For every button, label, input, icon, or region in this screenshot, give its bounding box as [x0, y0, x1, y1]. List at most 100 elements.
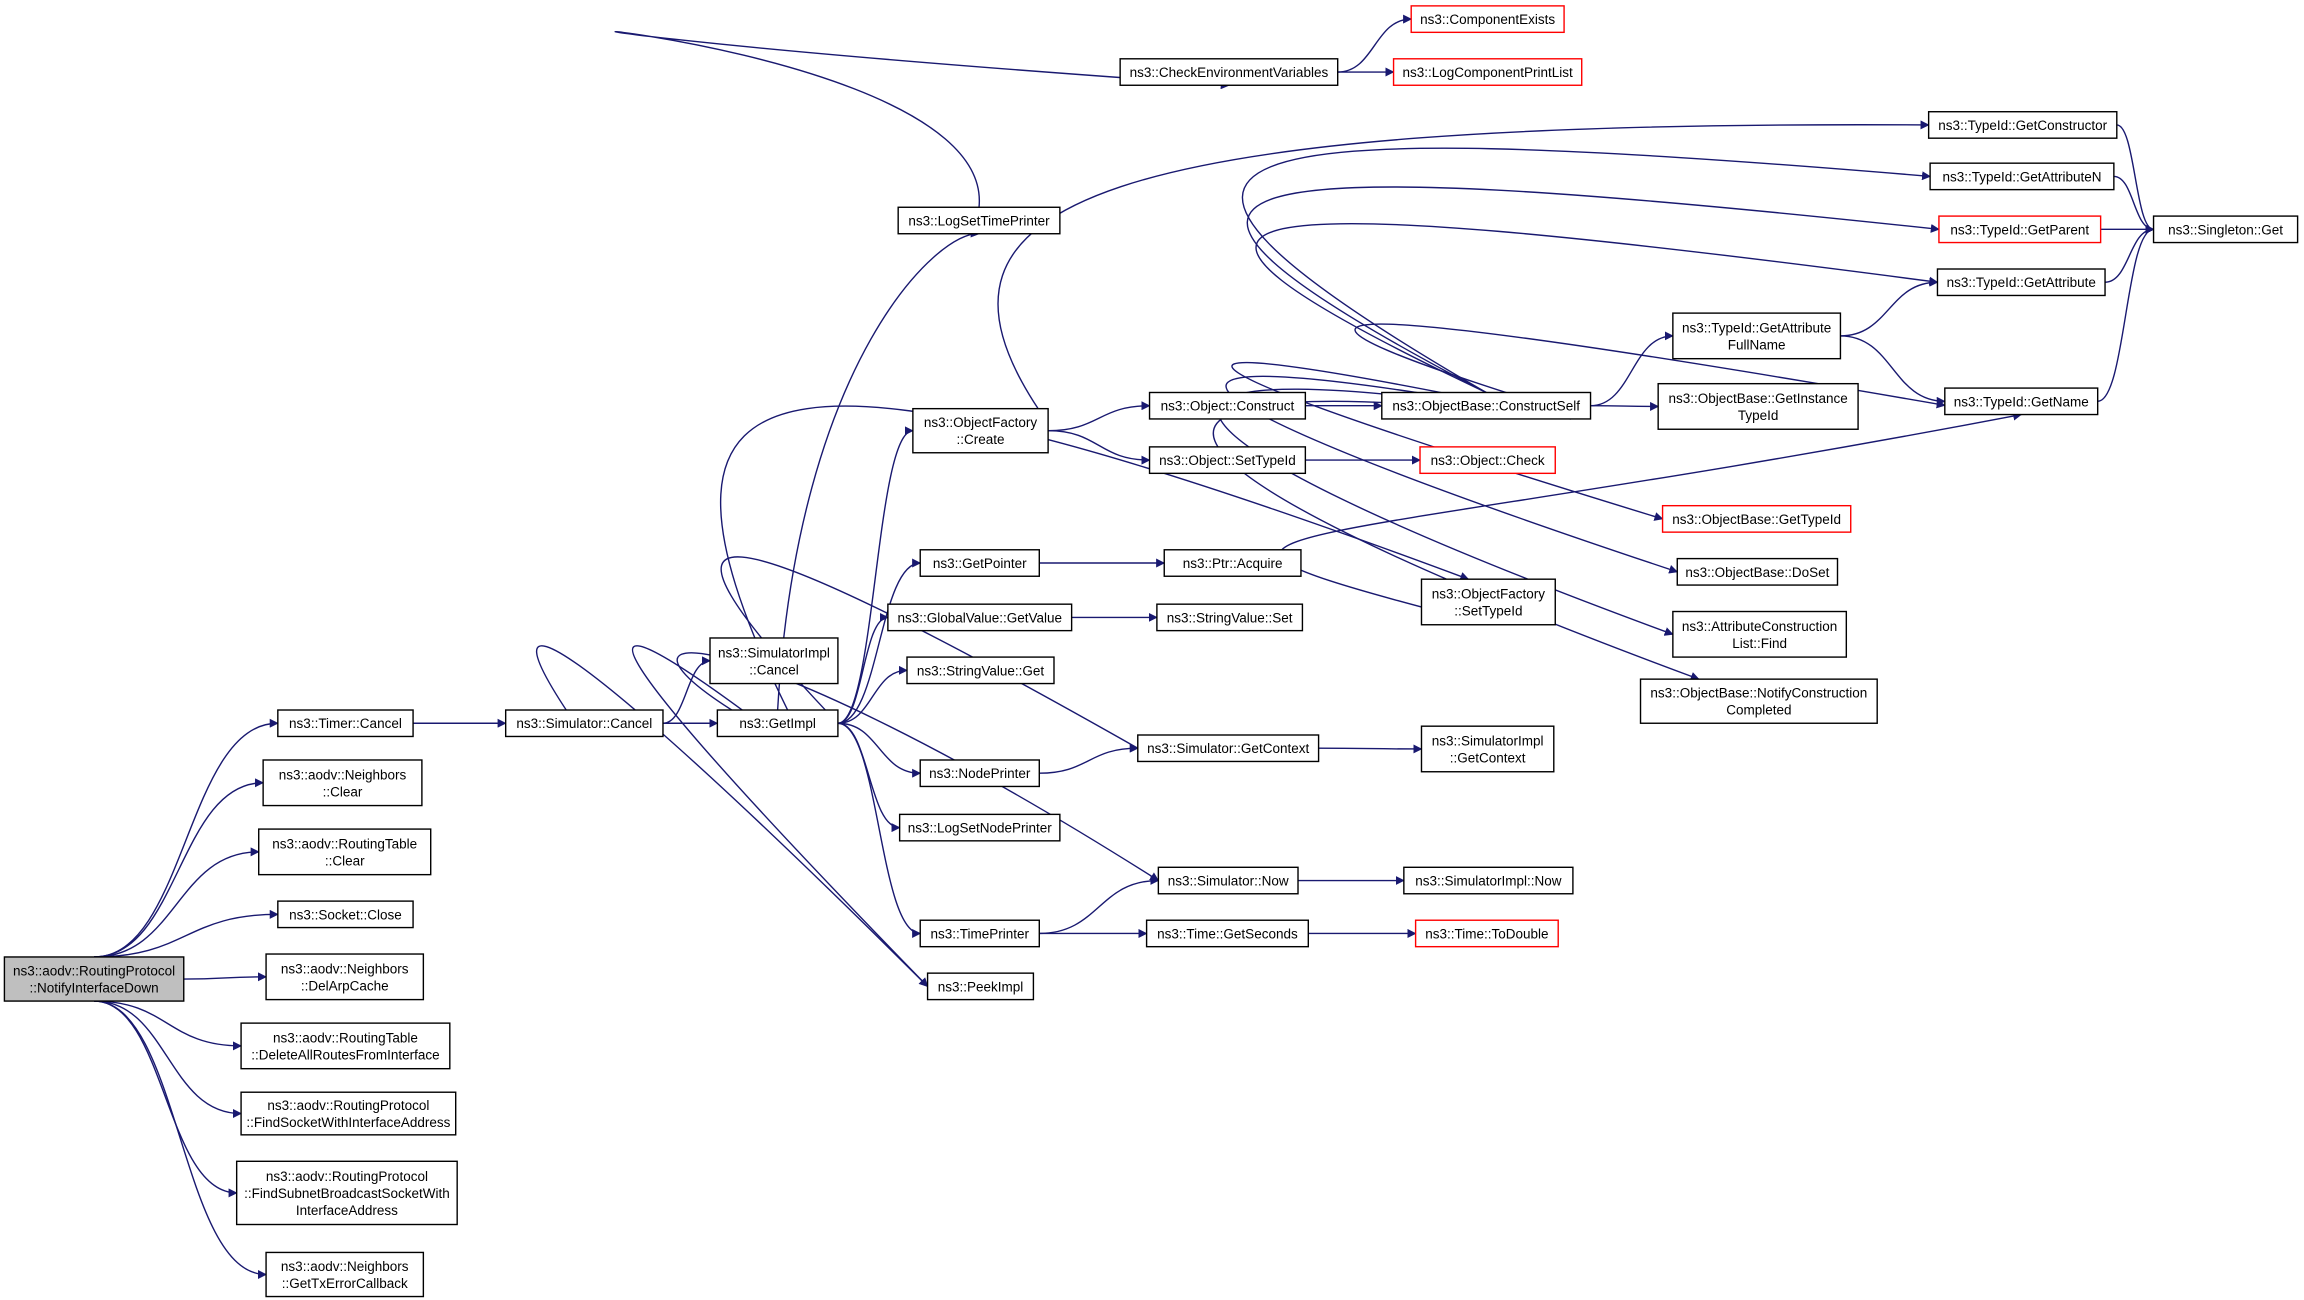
node-label: ns3::SimulatorImpl: [718, 645, 830, 660]
edge-tid-getname-to-singleton-get: [2097, 224, 2155, 403]
node-of-settypeid[interactable]: ns3::ObjectFactory::SetTypeId: [1420, 578, 1556, 626]
node-gv-getvalue[interactable]: ns3::GlobalValue::GetValue: [887, 603, 1073, 632]
node-box: [1157, 866, 1299, 895]
node-simimpl-getcontext[interactable]: ns3::SimulatorImpl::GetContext: [1420, 725, 1555, 773]
edge-ob-constructself-to-tid-getattrn: [1241, 147, 1932, 394]
node-simimpl-now[interactable]: ns3::SimulatorImpl::Now: [1403, 866, 1574, 895]
node-socket-close[interactable]: ns3::Socket::Close: [277, 900, 414, 929]
node-label: ns3::TypeId::GetAttributeN: [1942, 169, 2101, 184]
node-getimpl[interactable]: ns3::GetImpl: [716, 709, 839, 738]
node-time-getseconds[interactable]: ns3::Time::GetSeconds: [1145, 919, 1309, 948]
node-tid-getname[interactable]: ns3::TypeId::GetName: [1944, 387, 2099, 416]
edge-sim-cancel-to-peekimpl: [535, 645, 929, 988]
node-neighbors-gettx[interactable]: ns3::aodv::Neighbors::GetTxErrorCallback: [265, 1251, 425, 1298]
node-label: ns3::aodv::RoutingTable: [272, 836, 417, 851]
node-label: ns3::aodv::Neighbors: [281, 961, 409, 976]
node-box: [919, 919, 1040, 948]
node-label: ::GetContext: [1450, 750, 1526, 765]
node-label: ns3::aodv::RoutingProtocol: [266, 1169, 428, 1184]
edge-ob-constructself-to-ob-gettypeid: [1231, 361, 1664, 521]
node-label: ::Clear: [323, 784, 363, 799]
node-label: ns3::ComponentExists: [1420, 12, 1555, 27]
node-label: ns3::TypeId::GetParent: [1950, 222, 2089, 237]
node-neighbors-clear[interactable]: ns3::aodv::Neighbors::Clear: [262, 759, 423, 807]
node-logcompprint[interactable]: ns3::LogComponentPrintList: [1392, 58, 1583, 86]
node-timer-cancel[interactable]: ns3::Timer::Cancel: [277, 709, 414, 738]
edge-logsettime-to-checkenv: [614, 30, 1230, 208]
edge-of-create-to-obj-construct: [1048, 401, 1151, 432]
node-label: List::Find: [1732, 636, 1787, 651]
node-sim-cancel[interactable]: ns3::Simulator::Cancel: [504, 709, 664, 738]
node-ob-notify[interactable]: ns3::ObjectBase::NotifyConstructionCompl…: [1639, 678, 1878, 724]
node-simimpl-cancel[interactable]: ns3::SimulatorImpl::Cancel: [709, 637, 839, 685]
node-label: ns3::Singleton::Get: [2168, 222, 2283, 237]
node-ob-gettypeid[interactable]: ns3::ObjectBase::GetTypeId: [1661, 504, 1852, 533]
node-sv-set[interactable]: ns3::StringValue::Set: [1156, 603, 1304, 632]
node-ob-constructself[interactable]: ns3::ObjectBase::ConstructSelf: [1381, 391, 1592, 420]
node-rt-clear[interactable]: ns3::aodv::RoutingTable::Clear: [258, 828, 432, 876]
node-label: ns3::TimePrinter: [930, 926, 1029, 941]
node-label: ns3::aodv::RoutingTable: [273, 1030, 418, 1045]
edge-getimpl-to-sim-now: [676, 652, 1160, 882]
node-of-create[interactable]: ns3::ObjectFactory::Create: [912, 407, 1049, 454]
node-neighbors-delarp[interactable]: ns3::aodv::Neighbors::DelArpCache: [265, 953, 425, 1001]
node-logsettime[interactable]: ns3::LogSetTimePrinter: [897, 206, 1061, 235]
node-box: [1137, 734, 1320, 763]
node-label: ns3::ObjectFactory: [924, 415, 1038, 430]
node-time-todouble[interactable]: ns3::Time::ToDouble: [1414, 919, 1559, 948]
node-ob-doset[interactable]: ns3::ObjectBase::DoSet: [1676, 557, 1839, 586]
node-obj-settypeid[interactable]: ns3::Object::SetTypeId: [1148, 446, 1307, 475]
node-label: ::FindSocketWithInterfaceAddress: [246, 1115, 450, 1130]
node-label: ns3::Time::GetSeconds: [1157, 926, 1298, 941]
node-obj-construct[interactable]: ns3::Object::Construct: [1148, 391, 1307, 420]
node-label: ns3::TypeId::GetName: [1954, 394, 2089, 409]
node-sim-getcontext[interactable]: ns3::Simulator::GetContext: [1137, 734, 1320, 763]
node-box: [1676, 557, 1839, 586]
node-rp-findsocket[interactable]: ns3::aodv::RoutingProtocol::FindSocketWi…: [240, 1091, 457, 1136]
node-box: [1657, 382, 1859, 430]
node-checkenv[interactable]: ns3::CheckEnvironmentVariables: [1119, 58, 1339, 86]
node-box: [709, 637, 839, 685]
node-sv-get[interactable]: ns3::StringValue::Get: [906, 656, 1055, 685]
node-nodeprinter[interactable]: ns3::NodePrinter: [919, 759, 1040, 788]
node-getpointer[interactable]: ns3::GetPointer: [919, 549, 1040, 577]
node-label: ns3::ObjectBase::GetTypeId: [1672, 512, 1841, 527]
node-tid-getattr[interactable]: ns3::TypeId::GetAttribute: [1936, 268, 2106, 297]
node-tid-getattrn[interactable]: ns3::TypeId::GetAttributeN: [1929, 162, 2115, 191]
node-box: [1414, 919, 1559, 948]
node-box: [912, 407, 1049, 454]
node-obj-check[interactable]: ns3::Object::Check: [1419, 446, 1556, 475]
node-rt-deleteall[interactable]: ns3::aodv::RoutingTable::DeleteAllRoutes…: [240, 1022, 451, 1070]
node-logsetnode[interactable]: ns3::LogSetNodePrinter: [898, 813, 1061, 842]
node-label: ns3::aodv::Neighbors: [279, 767, 407, 782]
edge-root-to-neighbors-gettx: [94, 1000, 267, 1279]
edge-getimpl-to-nodeprinter: [837, 722, 922, 778]
node-root[interactable]: ns3::aodv::RoutingProtocol::NotifyInterf…: [3, 956, 185, 1002]
node-sim-now[interactable]: ns3::Simulator::Now: [1157, 866, 1299, 895]
node-box: [1936, 268, 2106, 297]
node-label: Completed: [1726, 703, 1791, 718]
node-ptr-acquire[interactable]: ns3::Ptr::Acquire: [1163, 549, 1302, 577]
edge-tid-getattrfull-to-tid-getattr: [1840, 277, 1939, 337]
edge-getimpl-to-peekimpl: [631, 645, 929, 988]
node-box: [1672, 312, 1842, 360]
edge-getimpl-to-of-create: [837, 426, 914, 724]
node-box: [240, 1022, 451, 1070]
node-tid-getparent[interactable]: ns3::TypeId::GetParent: [1938, 215, 2102, 244]
edge-getimpl-to-timeprinter: [837, 722, 922, 938]
node-timeprinter[interactable]: ns3::TimePrinter: [919, 919, 1040, 948]
node-label: ns3::Object::SetTypeId: [1159, 453, 1296, 468]
node-compexists[interactable]: ns3::ComponentExists: [1410, 5, 1565, 34]
node-rp-findsubnet[interactable]: ns3::aodv::RoutingProtocol::FindSubnetBr…: [235, 1160, 458, 1226]
edge-of-settypeid-to-tid-getname: [1279, 411, 2023, 626]
node-singleton-get[interactable]: ns3::Singleton::Get: [2152, 215, 2299, 244]
node-tid-getconstructor[interactable]: ns3::TypeId::GetConstructor: [1927, 111, 2118, 139]
node-peekimpl[interactable]: ns3::PeekImpl: [926, 972, 1035, 1001]
node-label: ::Create: [956, 432, 1004, 447]
node-label: ns3::Time::ToDouble: [1425, 926, 1548, 941]
node-box: [897, 206, 1061, 235]
node-box: [1163, 549, 1302, 577]
